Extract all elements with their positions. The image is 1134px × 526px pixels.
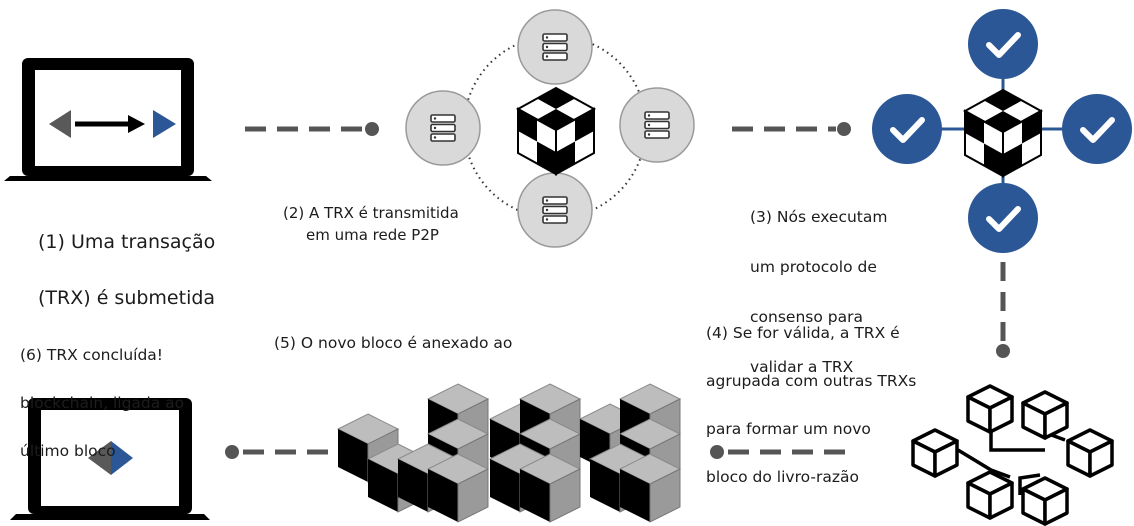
step-1-line-1: (1) Uma transação: [38, 231, 216, 253]
connector-2-3: [732, 122, 851, 136]
step-6-line-3: último bloco: [20, 442, 116, 460]
ledger-block-icon: [911, 384, 1114, 526]
check-icon-bottom: [968, 183, 1038, 253]
step-3-line-4: validar a TRX: [750, 358, 854, 376]
step-1-caption: (1) Uma transação (TRX) é submetida: [38, 200, 215, 312]
check-icon-right: [1062, 94, 1132, 164]
step-2-line-1: (2) A TRX é transmitida: [283, 204, 459, 222]
connector-5-6: [225, 445, 334, 459]
step-4-line-4: bloco do livro-razão: [706, 468, 859, 486]
connector-4-5: [710, 445, 846, 459]
step-3-caption: (3) Nós executam um protocolo de consens…: [750, 180, 887, 380]
step-6-caption: (6) TRX concluída! blockchain, ligada ao…: [20, 319, 184, 463]
consensus-icon: [872, 9, 1132, 253]
step-5-caption: (5) O novo bloco é anexado ao: [274, 334, 513, 352]
block-cube-icon: [517, 87, 595, 175]
check-icon-top: [968, 9, 1038, 79]
p2p-node-top: [517, 9, 593, 85]
step-3-line-2: um protocolo de: [750, 258, 877, 276]
p2p-node-right: [619, 87, 695, 163]
step-2-line-2: em uma rede P2P: [306, 226, 439, 244]
p2p-node-left: [405, 90, 481, 166]
laptop-submit-icon: [4, 58, 212, 181]
step-1-line-2: (TRX) é submetida: [38, 287, 216, 309]
step-4-line-1: (4) Se for válida, a TRX é: [706, 324, 900, 342]
check-icon-left: [872, 94, 942, 164]
p2p-node-bottom: [517, 172, 593, 248]
step-3-line-1: (3) Nós executam: [750, 208, 888, 226]
step-3-line-3: consenso para: [750, 308, 863, 326]
laptop-complete-icon: [10, 398, 210, 520]
blockchain-icon: [337, 383, 681, 523]
connector-1-2: [245, 122, 379, 136]
step-6-line-2: blockchain, ligada ao: [20, 394, 185, 412]
step-6-line-1: (6) TRX concluída!: [20, 346, 164, 364]
p2p-network-icon: [405, 9, 695, 248]
step-4-line-3: para formar um novo: [706, 420, 871, 438]
step-4-caption: (4) Se for válida, a TRX é agrupada com …: [706, 297, 916, 489]
connector-3-4: [996, 262, 1010, 358]
step-4-line-2: agrupada com outras TRXs: [706, 372, 917, 390]
